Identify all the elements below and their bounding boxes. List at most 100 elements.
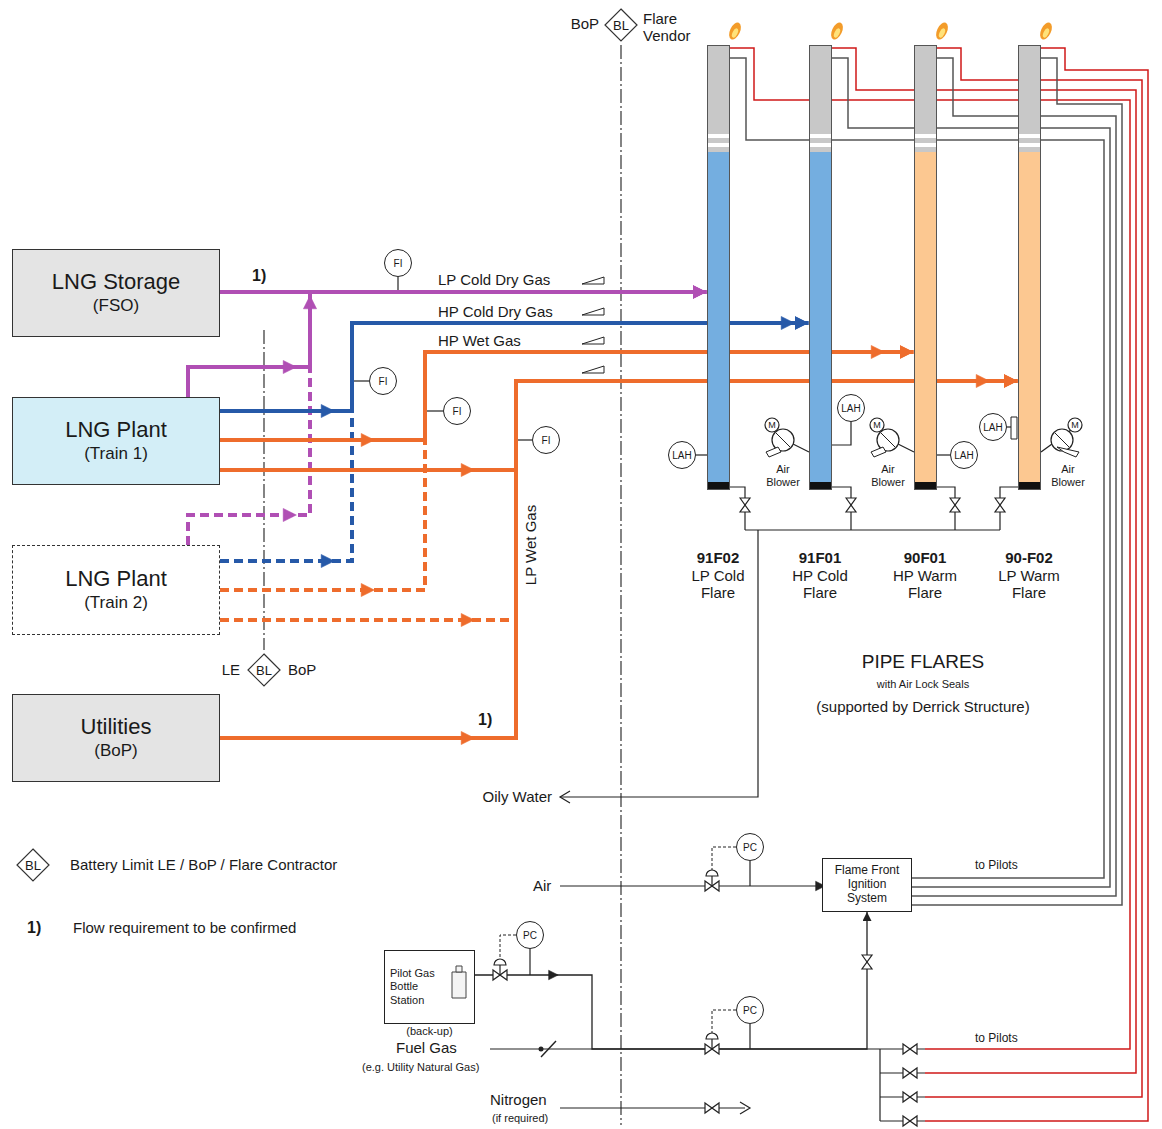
annotation-label: with Air Lock Seals (877, 678, 969, 691)
node-subtitle: LP Warm Flare (991, 567, 1067, 602)
annotation-label: to Pilots (975, 1032, 1018, 1046)
flame (727, 21, 744, 42)
motor-symbol (765, 418, 779, 432)
flame (829, 21, 846, 42)
flame (938, 27, 947, 38)
instrument-bubble: PC (516, 921, 544, 949)
drain-line (560, 530, 758, 797)
motor-symbol (870, 418, 884, 432)
flame (833, 27, 842, 38)
line-label: LP Cold Dry Gas (436, 272, 552, 289)
node-subtitle: HP Warm Flare (887, 567, 963, 602)
valve-symbol (740, 498, 750, 512)
flow-arrow (283, 360, 296, 373)
slope-symbol (582, 308, 604, 315)
valve-symbol (846, 498, 856, 512)
flame (1038, 21, 1055, 42)
flow-arrow (283, 508, 296, 521)
flow-arrow (321, 554, 334, 567)
node-title: LAH (954, 450, 973, 461)
node-title: PC (523, 930, 537, 941)
gas-bottle (452, 972, 466, 998)
node-title: PC (743, 1005, 757, 1016)
annotation-label: 1) (27, 919, 41, 937)
flow-arrow (461, 731, 474, 744)
valve-actuator (706, 870, 718, 876)
fuel-gas-line (879, 1049, 880, 1121)
valve-stem (499, 965, 500, 975)
node-title: Flame Front Ignition System (826, 864, 908, 905)
sensing-line (749, 1024, 750, 1049)
valve-stem (711, 1039, 712, 1049)
ignition-box: Flame Front Ignition System (822, 858, 912, 912)
node-title: 91F01 (799, 549, 842, 566)
annotation-label: Fuel Gas (396, 1039, 457, 1056)
motor-symbol (1068, 418, 1082, 432)
slope-symbol (582, 337, 604, 344)
valve-symbol (903, 1068, 917, 1078)
flow-arrow (549, 970, 559, 980)
pipe-connector (220, 381, 1018, 620)
valve-actuator (494, 959, 506, 965)
drain-header (745, 529, 1000, 530)
blower-duct (898, 444, 914, 452)
pipe-connector (832, 58, 1111, 887)
flare-stack: 91F02LP Cold Flare (707, 45, 730, 490)
node-subtitle: (BoP) (94, 740, 137, 762)
node-title: FI (379, 376, 388, 387)
sensing-line (529, 949, 530, 975)
unit-box: LNG Plant(Train 2) (12, 545, 220, 635)
line-label: HP Wet Gas (436, 333, 523, 350)
annotation-label: M (1071, 420, 1079, 430)
annotation-label: Nitrogen (490, 1091, 547, 1108)
flame (934, 21, 951, 42)
blower-duct (793, 444, 809, 452)
valve-stem (711, 876, 712, 886)
unit-box: LNG Storage(FSO) (12, 249, 220, 337)
node-subtitle: (FSO) (93, 295, 139, 317)
annotation-label: (e.g. Utility Natural Gas) (362, 1061, 479, 1074)
flame (731, 27, 740, 38)
valve-symbol (995, 498, 1005, 512)
blower-inlet (766, 447, 781, 457)
battery-limit-diamond: BL (247, 653, 281, 687)
annotation-label: 1) (252, 267, 266, 285)
node-title: PC (743, 842, 757, 853)
pipe-connector (220, 381, 1018, 470)
annotation-label: Flare Vendor (643, 10, 703, 45)
flow-arrow (461, 613, 474, 626)
gas-bottle (456, 966, 462, 972)
pipe-connector (475, 912, 867, 1049)
valve-symbol (903, 1092, 917, 1102)
slope-symbol (582, 277, 604, 284)
blower-inlet (1057, 447, 1079, 457)
line-label: LP Wet Gas (523, 503, 540, 587)
annotation-label: M (873, 420, 881, 430)
legend-text: Battery Limit LE / BoP / Flare Contracto… (70, 856, 337, 873)
instrument-bubble: FI (532, 426, 560, 454)
instrument-bubble: PC (736, 996, 764, 1024)
flow-arrow (781, 316, 794, 329)
slope-symbol (582, 366, 604, 373)
annotation-label: Oily Water (483, 788, 552, 805)
instrument-bubble: LAH (668, 441, 696, 469)
blower-fan (776, 433, 790, 447)
instrument-bubble: FI (384, 249, 412, 277)
node-subtitle: (Train 2) (84, 592, 148, 614)
bottle-station-box: Pilot Gas Bottle Station(back-up) (384, 950, 475, 1024)
node-subtitle: HP Cold Flare (782, 567, 858, 602)
node-title: LNG Storage (52, 269, 180, 295)
flare-stack: 91F01HP Cold Flare (809, 45, 832, 490)
instrument-lead (425, 410, 443, 411)
signal-line (712, 847, 736, 870)
annotation-label: (supported by Derrick Structure) (816, 698, 1029, 715)
flow-arrow (461, 463, 474, 476)
annotation-label: Air Blower (763, 463, 803, 488)
flare-stack: 90-F02LP Warm Flare (1018, 45, 1041, 490)
instrument-lead (352, 380, 369, 381)
node-title: LAH (841, 403, 860, 414)
annotation-label: (if required) (492, 1112, 548, 1125)
pipe-connector (188, 292, 707, 545)
annotation-label: Air Blower (1048, 463, 1088, 488)
annotation-label: to Pilots (975, 859, 1018, 873)
